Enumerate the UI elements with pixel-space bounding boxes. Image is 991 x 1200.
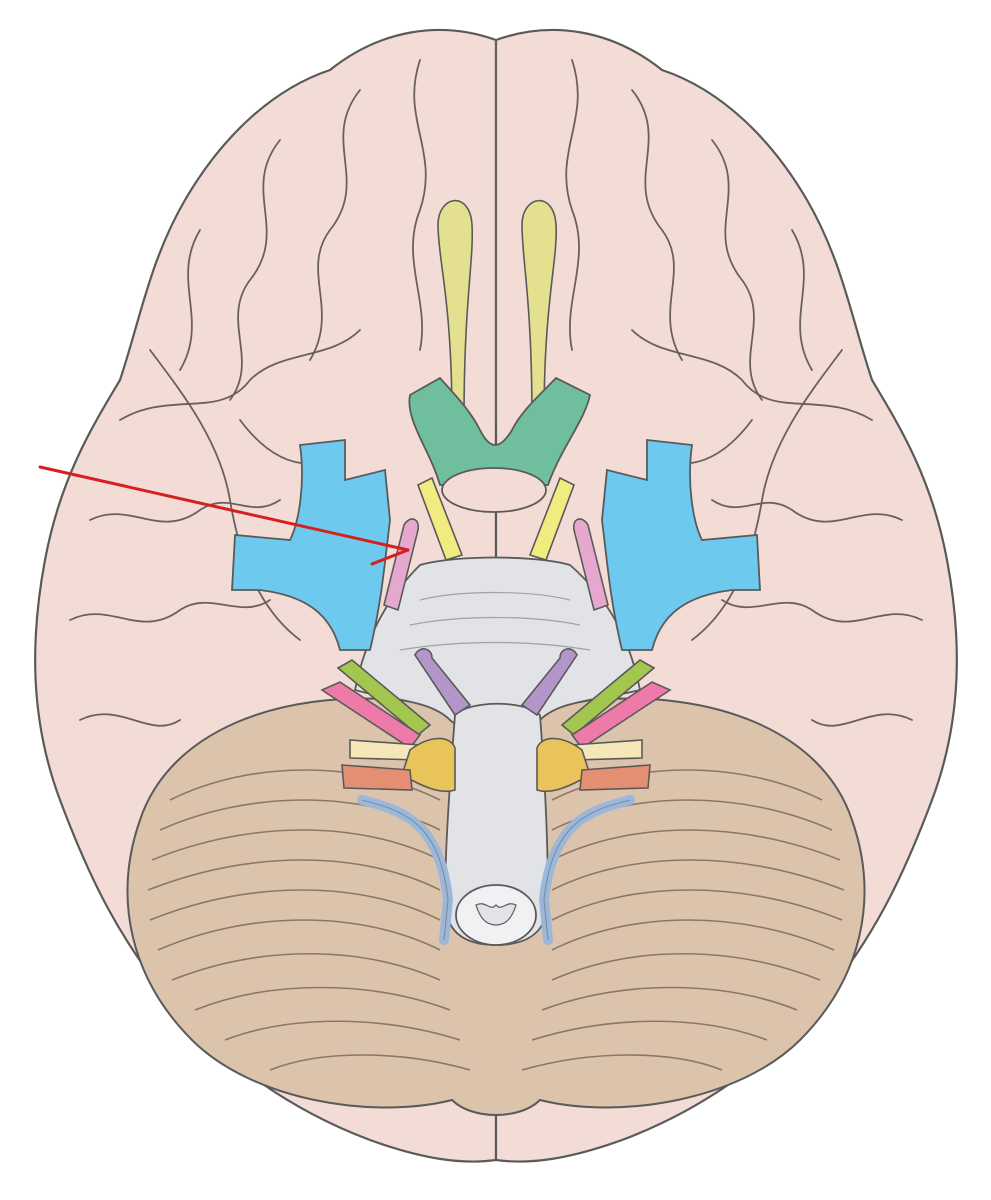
optic-nerve <box>408 376 592 513</box>
left-oculomotor <box>416 476 464 561</box>
right-vagus <box>579 764 651 791</box>
right-facial <box>560 659 656 737</box>
cerebellum-folia <box>147 769 845 1071</box>
red-arrow-icon <box>38 465 410 566</box>
left-olfactory-tract <box>437 199 474 421</box>
right-oculomotor <box>528 476 576 561</box>
trochlear-nerves <box>383 518 609 612</box>
left-abducens <box>414 648 472 717</box>
oculomotor-nerves <box>416 476 576 561</box>
left-trochlear <box>383 518 420 612</box>
facial-nerves <box>336 659 656 737</box>
abducens-nerves <box>414 648 578 717</box>
left-vestibulocochlear <box>320 681 422 750</box>
vestibulocochlear-nerves <box>320 681 672 750</box>
right-vestibulocochlear <box>570 681 672 750</box>
optic-chiasm <box>408 376 592 486</box>
left-facial <box>336 659 432 737</box>
accessory-nerves <box>401 737 591 793</box>
right-trochlear <box>572 518 609 612</box>
right-trigeminal <box>601 438 761 651</box>
trigeminal-nerves <box>231 438 761 651</box>
sulci <box>69 39 923 727</box>
left-trigeminal <box>231 438 391 651</box>
pons-striations <box>399 591 591 651</box>
medulla <box>444 702 549 946</box>
brainstem <box>353 556 642 946</box>
hypoglossal-outline <box>361 799 631 941</box>
vagus-nerves <box>341 764 651 791</box>
left-vagus <box>341 764 413 791</box>
right-olfactory-tract <box>521 199 557 421</box>
right-abducens <box>520 648 578 717</box>
right-accessory <box>536 737 591 793</box>
olfactory-nerves <box>437 199 557 421</box>
pituitary-stalk <box>441 467 547 513</box>
left-accessory <box>401 737 456 793</box>
